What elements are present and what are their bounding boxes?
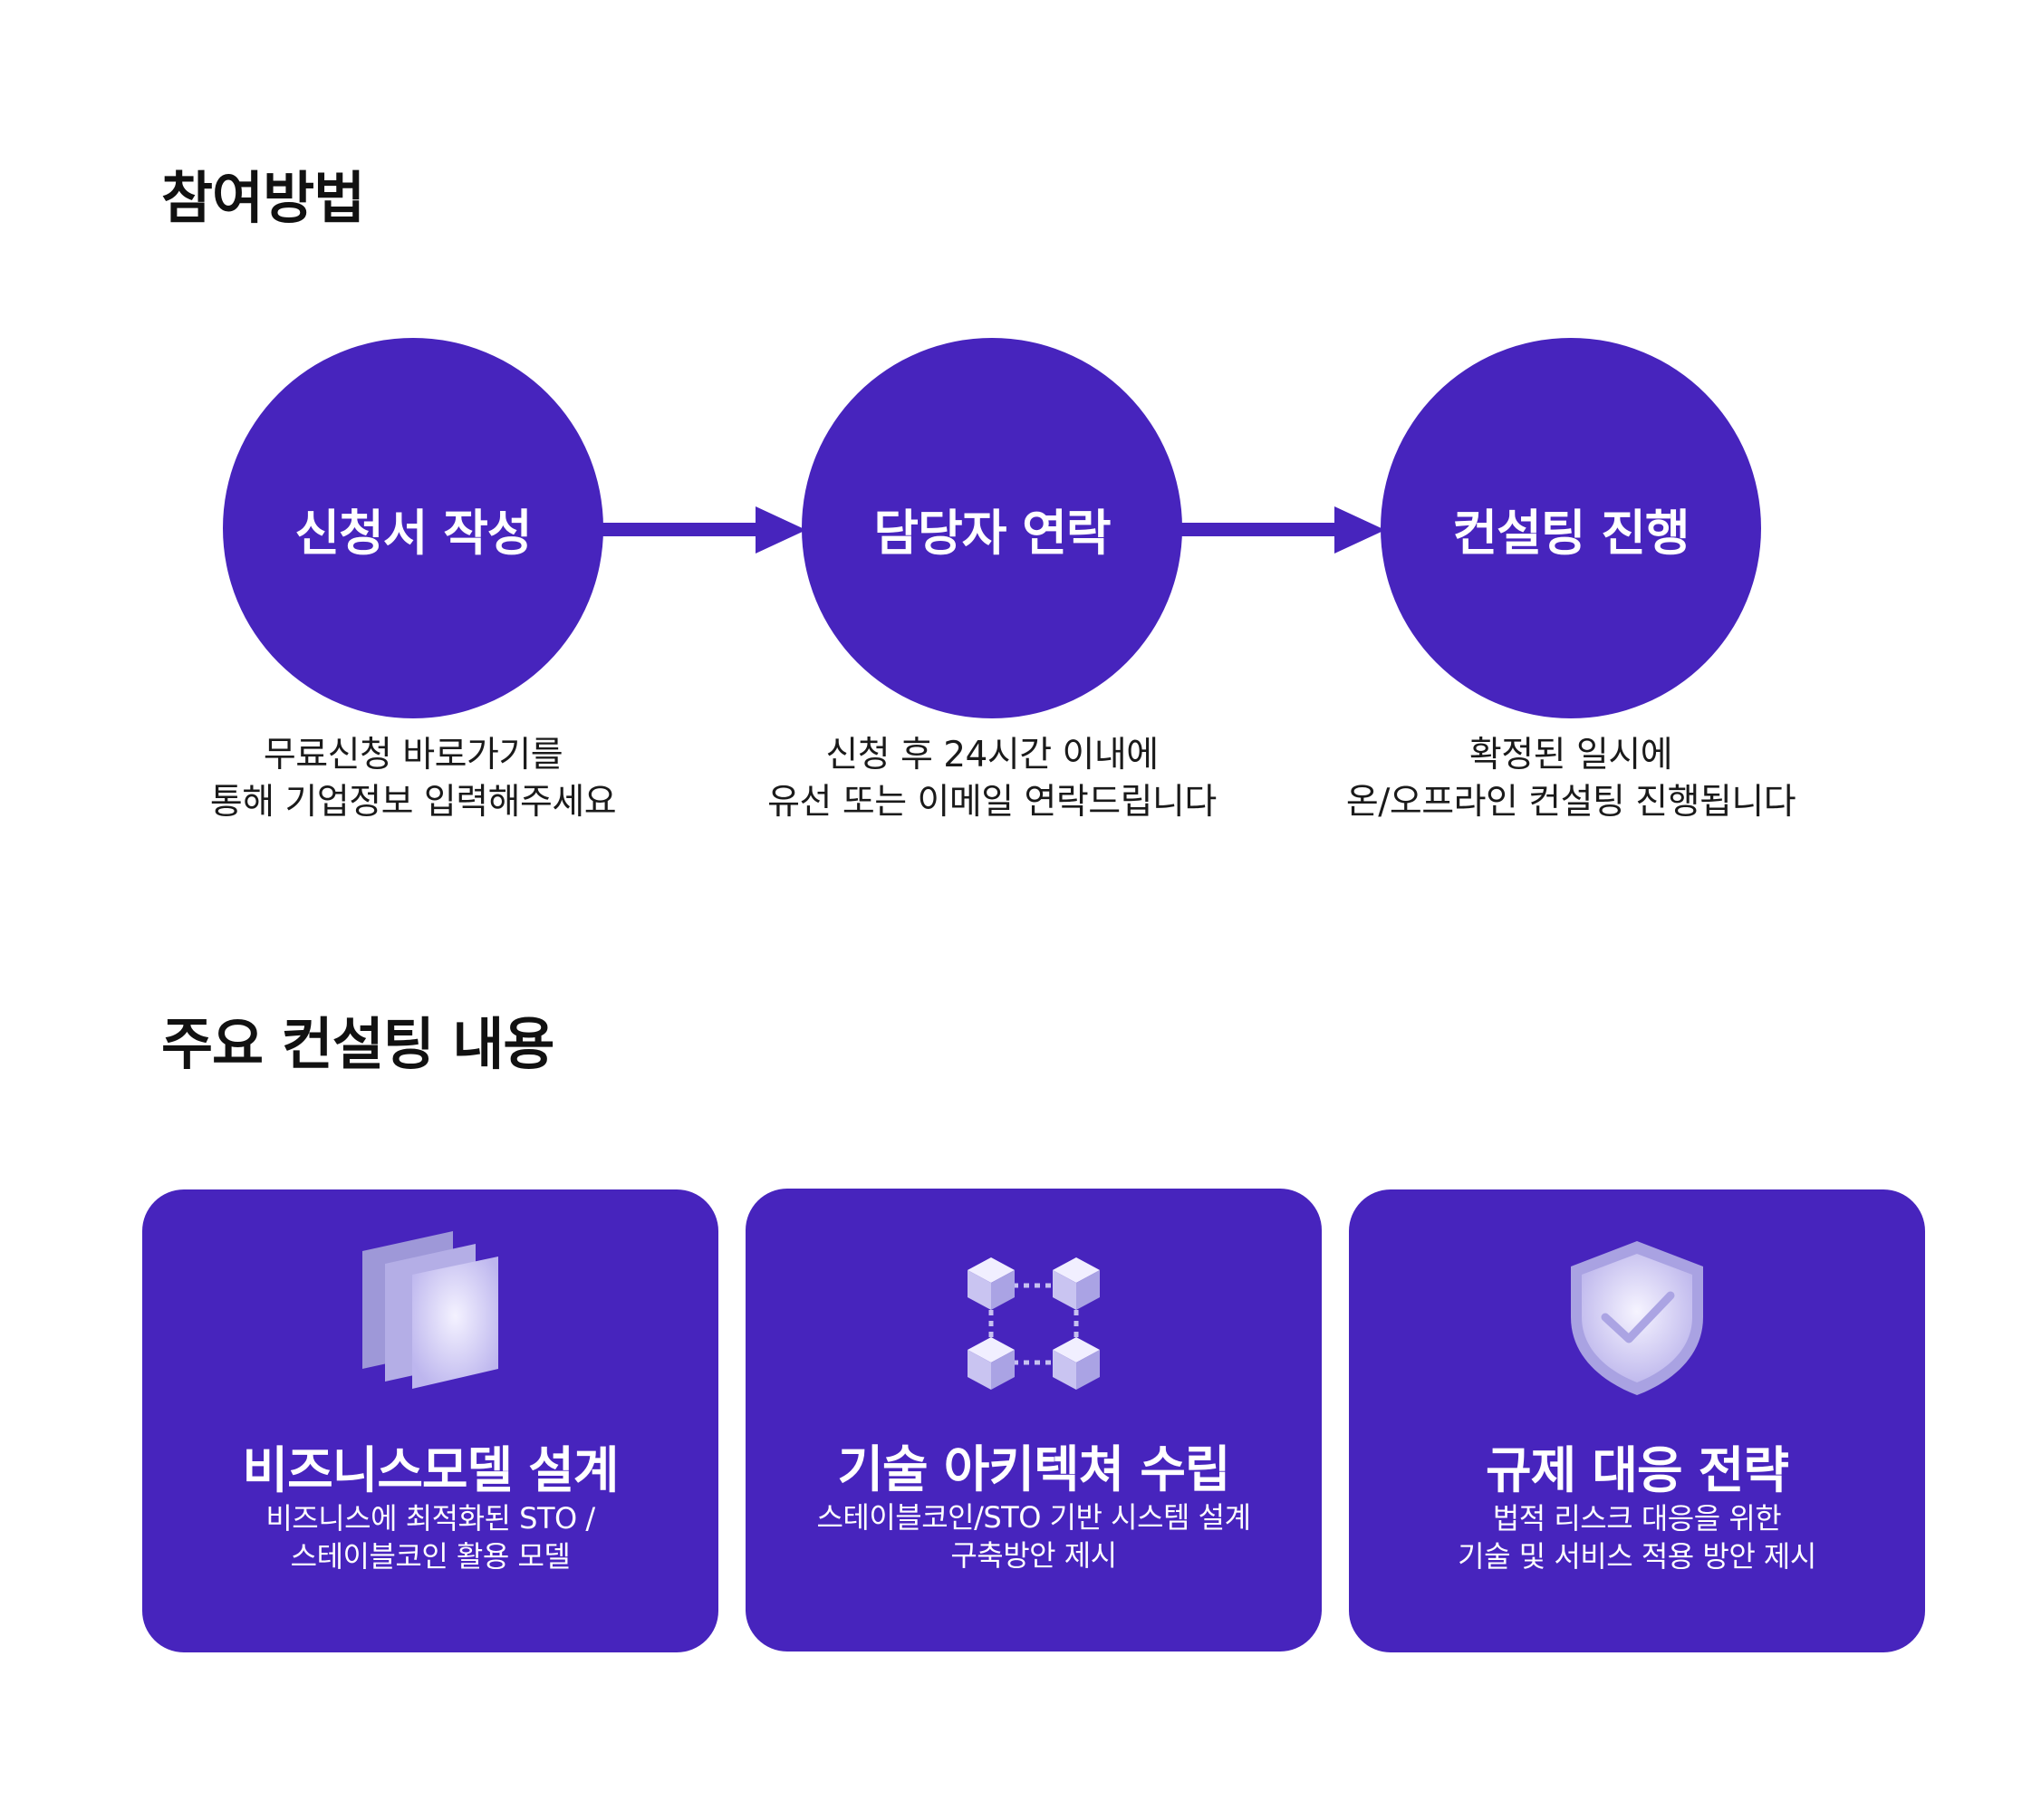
card-tech-architecture-description: 스테이블코인/STO 기반 시스템 설계 구축방안 제시 bbox=[746, 1498, 1322, 1574]
arrow-right-icon bbox=[1180, 506, 1385, 554]
card-business-model-description: 비즈니스에 최적화된 STO / 스테이블코인 활용 모델 bbox=[142, 1499, 718, 1575]
card-business-model-desc-line1: 비즈니스에 최적화된 STO / bbox=[265, 1501, 595, 1536]
card-regulation-strategy-desc-line2: 기술 및 서비스 적용 방안 제시 bbox=[1458, 1539, 1816, 1574]
step-apply-description: 무료신청 바로가기를 통해 기업정보 입력해주세요 bbox=[123, 732, 703, 826]
card-tech-architecture: 기술 아키텍쳐 수립 스테이블코인/STO 기반 시스템 설계 구축방안 제시 bbox=[746, 1189, 1322, 1651]
shield-check-icon bbox=[1571, 1241, 1703, 1395]
step-contact-desc-line1: 신청 후 24시간 이내에 bbox=[825, 735, 1159, 775]
step-consulting-desc-line1: 확정된 일시에 bbox=[1468, 735, 1673, 775]
step-apply-desc-line1: 무료신청 바로가기를 bbox=[263, 735, 563, 775]
participate-section-title: 참여방법 bbox=[161, 165, 365, 231]
step-consulting-label: 컨설팅 진행 bbox=[1452, 504, 1690, 562]
card-tech-architecture-desc-line1: 스테이블코인/STO 기반 시스템 설계 bbox=[816, 1500, 1251, 1535]
arrow-right-icon bbox=[602, 506, 806, 554]
step-consulting-desc-line2: 온/오프라인 컨설팅 진행됩니다 bbox=[1345, 782, 1796, 823]
card-regulation-strategy: 규제 대응 전략 법적 리스크 대응을 위한 기술 및 서비스 적용 방안 제시 bbox=[1349, 1189, 1925, 1652]
step-contact-desc-line2: 유선 또는 이메일 연락드립니다 bbox=[767, 782, 1217, 823]
step-apply-desc-line2: 통해 기업정보 입력해주세요 bbox=[209, 782, 617, 823]
card-business-model: 비즈니스모델 설계 비즈니스에 최적화된 STO / 스테이블코인 활용 모델 bbox=[142, 1189, 718, 1652]
blockchain-cubes-icon bbox=[968, 1257, 1100, 1390]
step-contact-description: 신청 후 24시간 이내에 유선 또는 이메일 연락드립니다 bbox=[702, 732, 1282, 826]
consulting-section-title: 주요 컨설팅 내용 bbox=[161, 1011, 554, 1077]
card-regulation-strategy-description: 법적 리스크 대응을 위한 기술 및 서비스 적용 방안 제시 bbox=[1349, 1499, 1925, 1575]
step-consulting-description: 확정된 일시에 온/오프라인 컨설팅 진행됩니다 bbox=[1281, 732, 1861, 826]
card-regulation-strategy-title: 규제 대응 전략 bbox=[1486, 1441, 1789, 1499]
card-tech-architecture-desc-line2: 구축방안 제시 bbox=[950, 1538, 1117, 1573]
card-business-model-desc-line2: 스테이블코인 활용 모델 bbox=[290, 1539, 571, 1574]
step-consulting-circle: 컨설팅 진행 bbox=[1381, 338, 1761, 718]
step-contact-circle: 담당자 연락 bbox=[802, 338, 1182, 718]
step-contact-label: 담당자 연락 bbox=[873, 504, 1111, 562]
step-apply-circle: 신청서 작성 bbox=[223, 338, 603, 718]
layers-icon bbox=[362, 1231, 498, 1389]
card-tech-architecture-title: 기술 아키텍쳐 수립 bbox=[837, 1440, 1230, 1498]
card-regulation-strategy-desc-line1: 법적 리스크 대응을 위한 bbox=[1492, 1501, 1782, 1536]
step-apply-label: 신청서 작성 bbox=[294, 504, 532, 562]
card-business-model-title: 비즈니스모델 설계 bbox=[242, 1441, 620, 1499]
